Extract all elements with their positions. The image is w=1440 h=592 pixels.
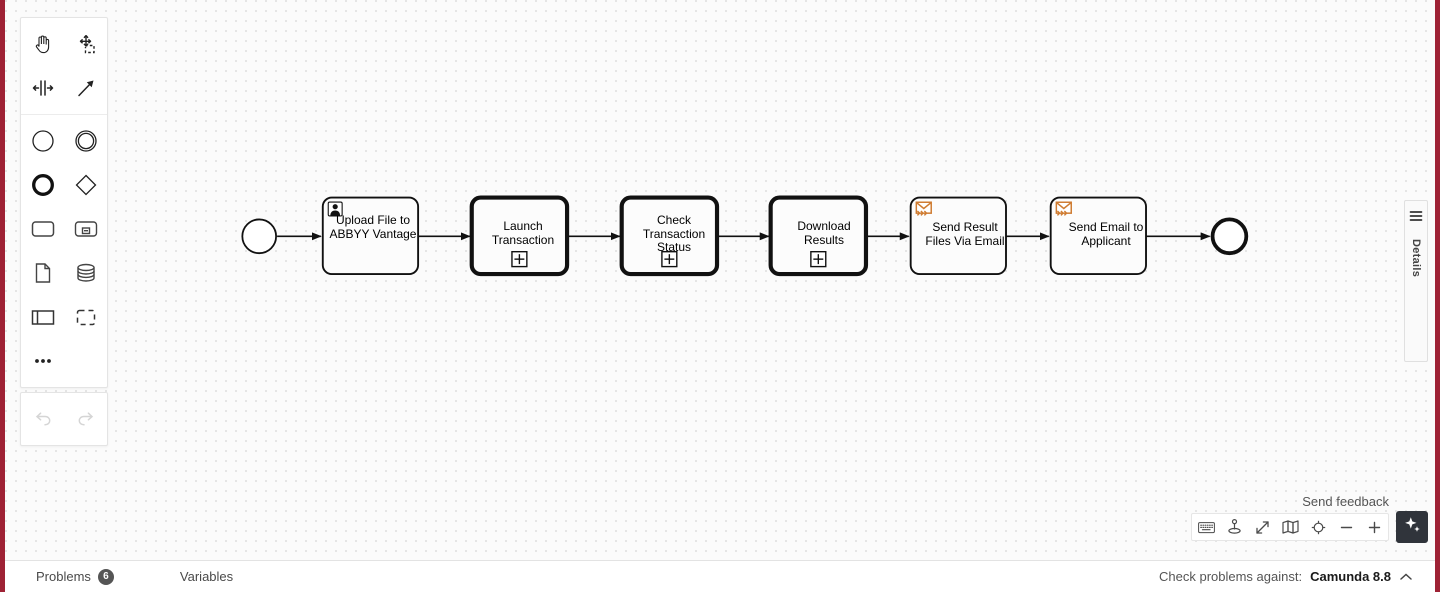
call-activity-download-results[interactable] [768,195,869,277]
diagram-canvas[interactable]: Upload File to ABBYY Vantage Launch Tran… [5,0,1435,560]
keyboard-shortcuts-icon[interactable] [1192,514,1220,540]
status-tab-problems[interactable]: Problems 6 [20,568,130,585]
data-object-icon[interactable] [21,251,64,295]
space-tool-icon[interactable] [21,66,64,110]
fit-viewport-icon[interactable] [1304,514,1332,540]
joystick-icon[interactable] [1220,514,1248,540]
send-task-result-files[interactable] [909,196,1007,275]
global-connect-tool-icon[interactable] [64,66,107,110]
call-activity-marker [511,251,528,268]
bpmn-process-diagram[interactable] [5,0,1435,560]
end-event[interactable] [1210,217,1249,256]
group-icon[interactable] [64,295,107,339]
hamburger-icon [1409,209,1423,227]
variables-label: Variables [179,569,234,584]
zoom-out-icon[interactable] [1332,514,1360,540]
data-store-icon[interactable] [64,251,107,295]
user-task-upload-file[interactable] [321,196,420,275]
start-event-icon[interactable] [21,119,64,163]
minimap-icon[interactable] [1276,514,1304,540]
palette-empty-cell [64,339,107,383]
send-envelope-icon [1055,201,1072,216]
palette-group-history[interactable] [20,392,108,446]
status-bar: Problems 6 Variables Check problems agai… [5,560,1435,592]
user-task-icon [327,201,343,217]
problems-label: Problems [36,569,91,584]
send-feedback-link[interactable]: Send feedback [1302,494,1389,509]
redo-icon[interactable] [64,397,107,441]
more-elements-icon[interactable] [21,339,64,383]
undo-icon[interactable] [21,397,64,441]
subprocess-collapsed-icon[interactable] [64,207,107,251]
expand-icon[interactable] [1248,514,1276,540]
call-activity-marker [810,251,827,268]
end-event-icon[interactable] [21,163,64,207]
start-event[interactable] [241,218,277,255]
send-task-email-applicant[interactable] [1049,196,1147,275]
hand-tool-icon[interactable] [21,22,64,66]
details-panel-label: Details [1410,239,1422,278]
call-activity-check-transaction-status[interactable] [619,195,720,277]
details-panel-toggle[interactable]: Details [1404,200,1428,362]
check-problems-value[interactable]: Camunda 8.8 [1310,569,1391,584]
ai-assistant-icon [1403,515,1422,539]
canvas-controls-bar[interactable] [1191,513,1389,541]
problems-count-badge: 6 [97,568,114,585]
palette-group-tools [21,18,107,114]
status-tab-variables[interactable]: Variables [164,569,249,584]
lasso-tool-icon[interactable] [64,22,107,66]
call-activity-launch-transaction[interactable] [469,195,570,277]
call-activity-marker [661,251,678,268]
intermediate-event-icon[interactable] [64,119,107,163]
gateway-icon[interactable] [64,163,107,207]
zoom-in-icon[interactable] [1360,514,1388,540]
chevron-up-icon[interactable] [1399,572,1413,582]
check-problems-label: Check problems against: [1159,569,1303,584]
palette-group-elements [21,114,107,387]
ai-assistant-button[interactable] [1396,511,1428,543]
task-icon[interactable] [21,207,64,251]
participant-icon[interactable] [21,295,64,339]
send-envelope-icon [915,201,932,216]
check-problems-against: Check problems against: Camunda 8.8 [1159,569,1435,584]
bpmn-palette[interactable] [20,17,108,388]
